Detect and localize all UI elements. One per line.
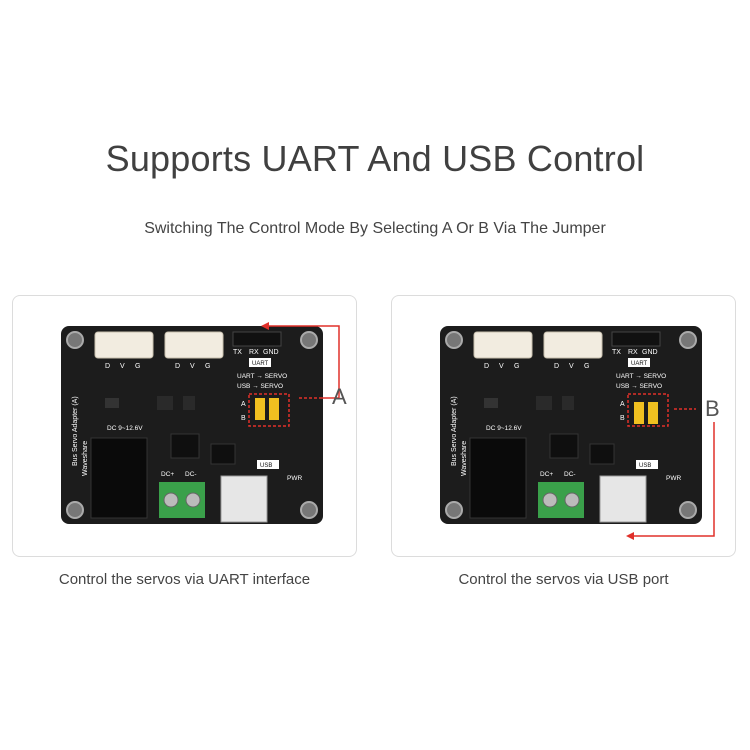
ic-chip — [170, 433, 200, 459]
servo-pin-label: G — [584, 363, 589, 370]
component — [536, 396, 552, 410]
servo-pin-label: G — [135, 363, 140, 370]
usb-c-port — [599, 475, 647, 523]
mounting-hole — [66, 331, 84, 349]
dc-minus-label: DC- — [185, 471, 197, 478]
uart-pin-label: GND — [642, 349, 658, 356]
servo-pin-label: D — [105, 363, 110, 370]
servo-connector-1 — [94, 331, 154, 359]
uart-mode-panel: D V G D V G TX RX GND UART UART → SERVO … — [12, 295, 357, 557]
usb-label: USB — [639, 463, 651, 469]
pwr-label: PWR — [287, 475, 302, 482]
board-name: Bus Servo Adapter (A) — [451, 396, 458, 466]
mounting-hole — [679, 501, 697, 519]
ic-chip — [549, 433, 579, 459]
uart-pin-label: TX — [233, 349, 242, 356]
dc-label: DC 9~12.6V — [107, 425, 143, 432]
uart-pin-label: TX — [612, 349, 621, 356]
usb-label-box — [257, 460, 279, 469]
board-brand: Waveshare — [461, 441, 468, 476]
mounting-hole — [300, 501, 318, 519]
uart-pin-label: GND — [263, 349, 279, 356]
jumper-a-label: A — [241, 401, 246, 408]
screw — [185, 492, 201, 508]
screw — [163, 492, 179, 508]
pwr-label: PWR — [666, 475, 681, 482]
usb-mode-panel: D V G D V G TX RX GND UART UART → SERVO … — [391, 295, 736, 557]
servo-pin-label: V — [499, 363, 504, 370]
uart-caption: Control the servos via UART interface — [58, 571, 311, 588]
mounting-hole — [679, 331, 697, 349]
page-title: Supports UART And USB Control — [105, 138, 645, 179]
page-subtitle: Switching The Control Mode By Selecting … — [144, 220, 606, 237]
uart-pin-label: RX — [628, 349, 638, 356]
uart-header — [232, 331, 282, 347]
servo-pin-label: D — [484, 363, 489, 370]
callout-label-b: B — [705, 396, 720, 421]
board-brand: Waveshare — [82, 441, 89, 476]
mounting-hole — [300, 331, 318, 349]
servo-connector-2 — [543, 331, 603, 359]
callout-line — [261, 322, 340, 399]
jumper-b-label: B — [241, 415, 246, 422]
servo-pin-label: V — [120, 363, 125, 370]
servo-pin-label: V — [190, 363, 195, 370]
dc-plus-label: DC+ — [161, 471, 174, 478]
board-name: Bus Servo Adapter (A) — [72, 396, 79, 466]
mounting-hole — [445, 501, 463, 519]
screw — [542, 492, 558, 508]
mounting-hole — [445, 331, 463, 349]
jumper-highlight — [627, 393, 669, 427]
jumper-cap — [255, 398, 265, 420]
mode-a-label: UART → SERVO — [616, 373, 666, 380]
mode-b-label: USB → SERVO — [237, 383, 283, 390]
component — [183, 396, 195, 410]
usb-caption: Control the servos via USB port — [458, 571, 669, 588]
ic-chip — [210, 443, 236, 465]
mode-a-label: UART → SERVO — [237, 373, 287, 380]
usb-c-port — [220, 475, 268, 523]
dc-minus-label: DC- — [564, 471, 576, 478]
mounting-hole — [66, 501, 84, 519]
dc-label: DC 9~12.6V — [486, 425, 522, 432]
usb-label: USB — [260, 463, 272, 469]
mode-b-label: USB → SERVO — [616, 383, 662, 390]
dc-jack — [469, 437, 527, 519]
servo-adapter-board: D V G D V G TX RX GND UART UART → SERVO … — [61, 326, 323, 524]
usb-label-box — [636, 460, 658, 469]
servo-connector-1 — [473, 331, 533, 359]
jumper-cap — [269, 398, 279, 420]
servo-connector-2 — [164, 331, 224, 359]
servo-pin-label: D — [175, 363, 180, 370]
servo-pin-label: G — [514, 363, 519, 370]
jumper-b-label: B — [620, 415, 625, 422]
component — [157, 396, 173, 410]
component — [484, 398, 498, 408]
uart-label-box — [628, 358, 650, 367]
servo-pin-label: V — [569, 363, 574, 370]
component — [562, 396, 574, 410]
callout-line — [626, 408, 715, 540]
jumper-cap — [634, 402, 644, 424]
uart-label: UART — [631, 361, 648, 367]
uart-label-box — [249, 358, 271, 367]
servo-pin-label: D — [554, 363, 559, 370]
jumper-highlight — [248, 393, 290, 427]
dc-plus-label: DC+ — [540, 471, 553, 478]
servo-pin-label: G — [205, 363, 210, 370]
servo-adapter-board: D V G D V G TX RX GND UART UART → SERVO … — [440, 326, 702, 524]
component — [105, 398, 119, 408]
screw — [564, 492, 580, 508]
jumper-a-label: A — [620, 401, 625, 408]
dc-jack — [90, 437, 148, 519]
ic-chip — [589, 443, 615, 465]
uart-header — [611, 331, 661, 347]
jumper-cap — [648, 402, 658, 424]
uart-pin-label: RX — [249, 349, 259, 356]
uart-label: UART — [252, 361, 269, 367]
callout-label-a: A — [332, 384, 347, 409]
